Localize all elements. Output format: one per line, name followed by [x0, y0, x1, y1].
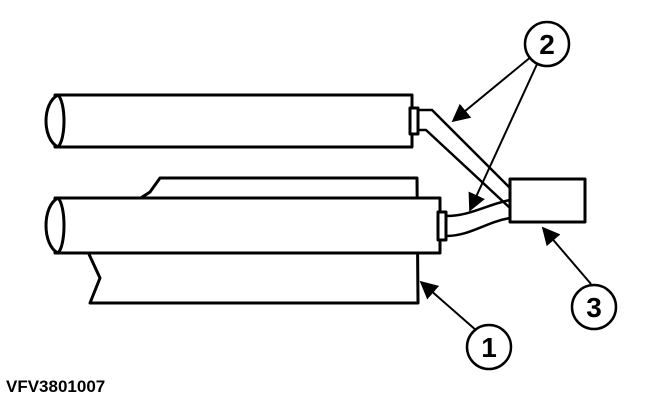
figure-code: VFV3801007: [6, 377, 105, 396]
callout-3: 3: [570, 283, 618, 331]
callout-1-label: 1: [481, 332, 497, 363]
leader-lines: [419, 55, 592, 332]
connector: [508, 177, 587, 224]
callout-3-label: 3: [586, 292, 602, 323]
callout-2-label: 2: [539, 29, 555, 60]
upper-cable: [44, 93, 420, 149]
lower-cable: [44, 196, 448, 255]
callout-1: 1: [465, 323, 513, 371]
callout-2: 2: [523, 20, 571, 68]
